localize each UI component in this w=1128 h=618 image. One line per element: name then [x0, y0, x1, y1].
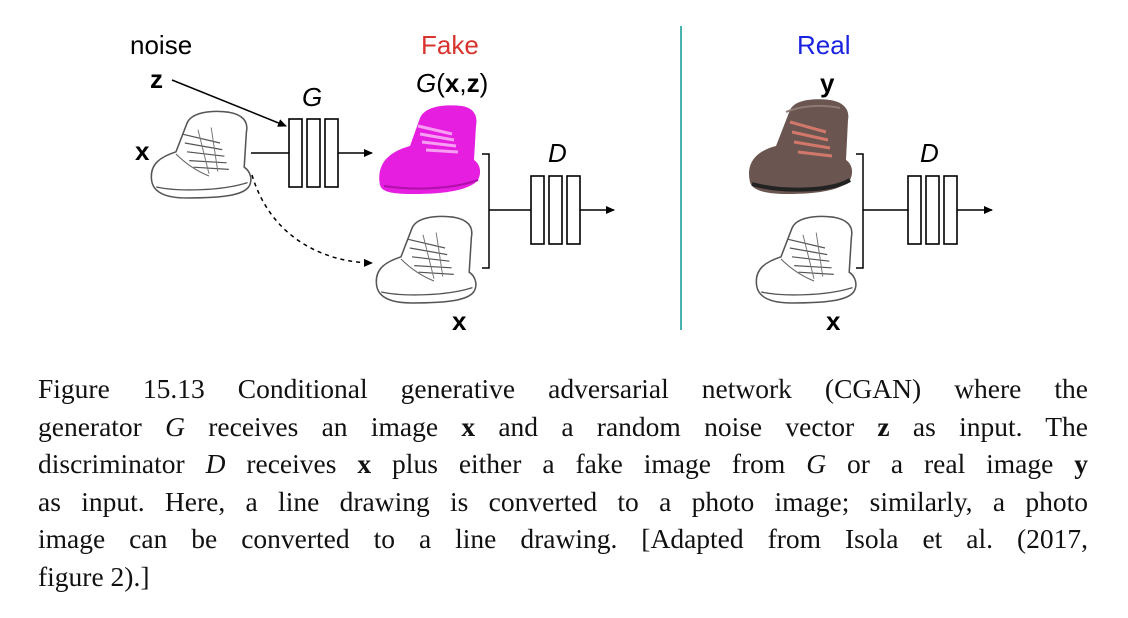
x-label-fake-pair: x	[452, 306, 467, 336]
figure-caption: Figure 15.13 Conditional generative adve…	[38, 370, 1088, 595]
noise-label: noise	[130, 30, 192, 60]
x-label: x	[135, 136, 150, 166]
discriminator-label-real: D	[920, 138, 939, 168]
caption-line-1: Figure 15.13 Conditional generative adve…	[38, 373, 1088, 404]
real-pair-bracket	[856, 153, 864, 269]
fake-pair-bracket	[482, 153, 490, 269]
pair-sketch-shoe-image-real	[755, 215, 857, 304]
cgan-diagram: noise z x G Fake G(x,z) x D Real y x D	[130, 26, 993, 336]
discriminator-label-fake: D	[548, 138, 567, 168]
noise-arrow	[171, 79, 287, 127]
caption-line-3: discriminator D receives x plus either a…	[38, 448, 1089, 479]
caption-line-5: image can be converted to a line drawing…	[38, 523, 1088, 554]
caption-line-6: figure 2).]	[38, 560, 150, 592]
discriminator-network-icon-fake	[530, 175, 581, 245]
caption-line-4: as input. Here, a line drawing is conver…	[38, 485, 1088, 517]
fake-shoe-image	[379, 105, 481, 194]
caption-line-2: generator G receives an image x and a ra…	[38, 410, 1089, 442]
fake-label: Fake	[421, 30, 479, 60]
generator-network-icon	[288, 118, 339, 188]
y-label: y	[820, 68, 835, 98]
generator-label: G	[302, 82, 322, 112]
input-sketch-shoe-image	[150, 110, 252, 199]
x-label-real-pair: x	[826, 306, 841, 336]
condition-dashed-arrow	[251, 174, 373, 267]
fake-formula: G(x,z)	[416, 68, 488, 98]
pair-sketch-shoe-image-fake	[375, 215, 477, 304]
discriminator-network-icon-real	[907, 175, 958, 245]
real-label: Real	[797, 30, 850, 60]
z-label: z	[150, 64, 163, 94]
real-shoe-image	[749, 99, 853, 194]
